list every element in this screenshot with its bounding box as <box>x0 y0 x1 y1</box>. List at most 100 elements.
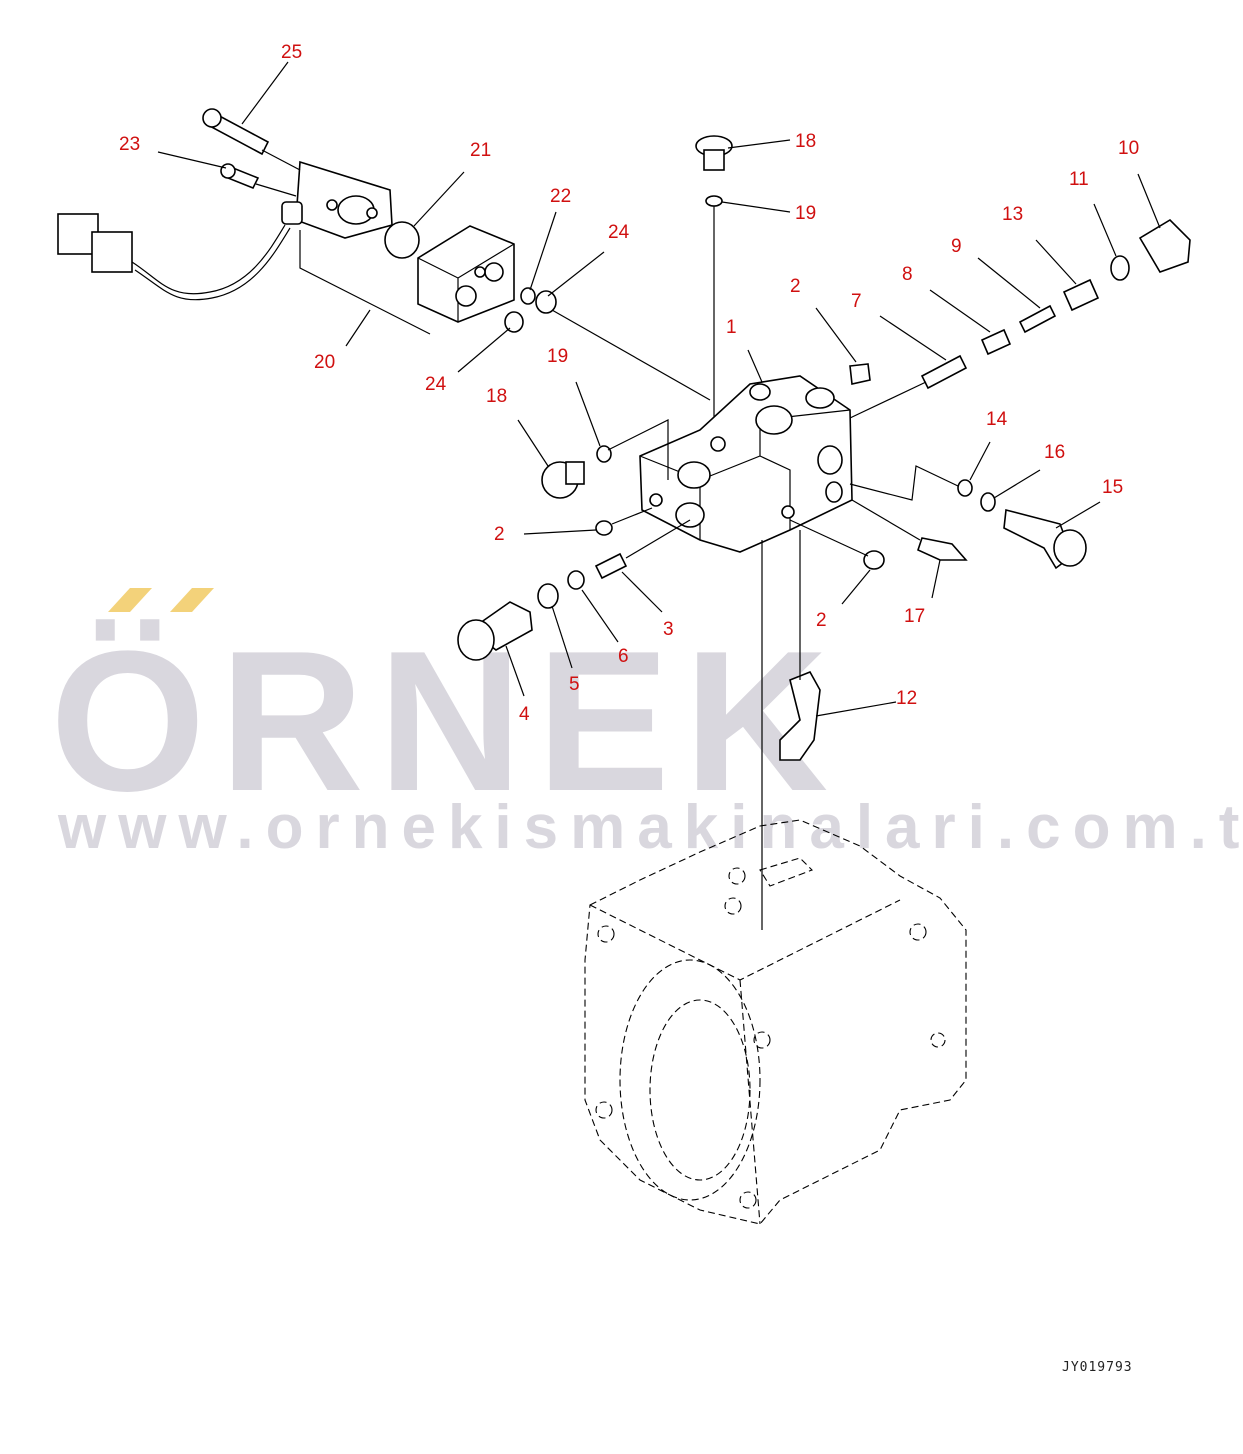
callouts: 25 23 21 22 24 20 24 18 19 1 2 7 8 9 13 … <box>119 42 1139 725</box>
pump-case-hole-8 <box>753 1031 771 1049</box>
plug-2-lower <box>863 550 885 570</box>
pump-case-slot <box>759 857 813 887</box>
callout-24-bottom: 24 <box>425 374 447 395</box>
bolt-25-guide <box>261 149 301 171</box>
plug-10 <box>1138 218 1191 273</box>
lower-right-parts <box>779 499 968 761</box>
valve-hole-2 <box>649 493 663 507</box>
valve-17-guide <box>851 499 921 541</box>
valve-port-e <box>825 481 843 503</box>
spool-7 <box>920 354 968 390</box>
pump-case-outline <box>584 819 967 1225</box>
callout-9: 9 <box>951 236 962 257</box>
callout-14: 14 <box>986 409 1008 430</box>
top-plug-group <box>695 135 733 420</box>
callout-2-left: 2 <box>494 524 505 545</box>
solenoid-wire <box>131 224 286 295</box>
valve-port-b <box>675 502 705 528</box>
callout-22: 22 <box>550 186 571 207</box>
oring-22 <box>520 287 536 305</box>
callout-16: 16 <box>1044 442 1065 463</box>
oring-6 <box>567 570 585 590</box>
plug-18-top-shank <box>703 149 725 171</box>
callout-7: 7 <box>851 291 862 312</box>
solenoid-wire-2 <box>134 227 291 301</box>
callout-3: 3 <box>663 619 674 640</box>
valve-port-g <box>805 387 835 409</box>
plug-15-guide <box>849 465 959 501</box>
valve-17 <box>917 537 968 561</box>
pump-case-hole-2 <box>724 897 742 915</box>
pump-case-bore-inner <box>649 999 751 1181</box>
plate-hole-3 <box>474 266 486 278</box>
valve-plate <box>417 225 515 323</box>
piston-8 <box>980 328 1012 356</box>
callout-10: 10 <box>1118 138 1139 159</box>
callout-23: 23 <box>119 134 140 155</box>
callout-13: 13 <box>1002 204 1023 225</box>
oring-24a <box>535 290 557 314</box>
leader-lines <box>157 61 1161 717</box>
pump-case-hole-7 <box>739 1191 757 1209</box>
callout-20: 20 <box>314 352 335 373</box>
bracket-20 <box>299 230 431 335</box>
plug-2-guide <box>611 507 653 525</box>
callout-1: 1 <box>726 317 737 338</box>
solenoid-hole-2 <box>366 207 378 219</box>
pump-case-hole-6 <box>930 1032 946 1048</box>
watermark-url: www.ornekismakinalari.com.tr <box>57 793 1243 862</box>
pump-case-hole-1 <box>728 867 746 885</box>
callout-6: 6 <box>618 646 629 667</box>
lever-12 <box>779 670 821 761</box>
watermark: ÖRNEK www.ornekismakinalari.com.tr <box>50 588 1243 862</box>
plug-18-left-guide <box>607 419 669 480</box>
valve-3 <box>594 552 628 580</box>
oring-24b <box>504 311 524 333</box>
pump-case <box>584 819 967 1225</box>
oring-11 <box>1110 255 1130 281</box>
lower-left-parts <box>457 507 691 661</box>
callout-8: 8 <box>902 264 913 285</box>
plug-18-left-shank <box>565 461 585 485</box>
drawing-code: JY019793 <box>1062 1360 1133 1375</box>
oring-19-top <box>705 195 723 207</box>
spool-guide <box>849 381 927 419</box>
pump-case-edges <box>589 899 901 1225</box>
pump-case-hole-3 <box>597 925 615 943</box>
sleeve-13 <box>1062 278 1100 312</box>
oring-19-left <box>596 445 612 463</box>
watermark-brand: ÖRNEK <box>50 610 842 833</box>
oring-5 <box>537 583 559 609</box>
callout-21: 21 <box>470 140 491 161</box>
valve-hole-1 <box>710 436 726 452</box>
pump-case-bore <box>619 959 761 1201</box>
solenoid-plug <box>281 201 303 225</box>
callout-17: 17 <box>904 606 925 627</box>
watermark-accent-left <box>108 588 152 612</box>
callout-2-top: 2 <box>790 276 801 297</box>
watermark-accent-right <box>170 588 214 612</box>
callout-18-left: 18 <box>486 386 507 407</box>
plate-hole-2 <box>484 262 504 282</box>
valve-3-guide <box>625 519 691 559</box>
callout-19-top: 19 <box>795 203 816 224</box>
oring-21 <box>384 221 420 259</box>
spool-stack <box>849 218 1191 419</box>
callout-19-left: 19 <box>547 346 568 367</box>
pump-case-hole-5 <box>595 1101 613 1119</box>
plate-hole-1 <box>455 285 477 307</box>
plug-2-upper <box>849 363 871 385</box>
callout-5: 5 <box>569 674 580 695</box>
callout-25: 25 <box>281 42 302 63</box>
oring-16 <box>980 492 996 512</box>
right-plug-group <box>849 465 1087 570</box>
solenoid-assembly <box>57 108 431 335</box>
servo-valve-body <box>639 375 853 553</box>
callout-24-top: 24 <box>608 222 630 243</box>
solenoid-hole-1 <box>326 199 338 211</box>
bolt-23-guide <box>255 183 297 197</box>
plug-15-head <box>1053 529 1087 567</box>
callout-2-bottom: 2 <box>816 610 827 631</box>
valve-hole-3 <box>781 505 795 519</box>
